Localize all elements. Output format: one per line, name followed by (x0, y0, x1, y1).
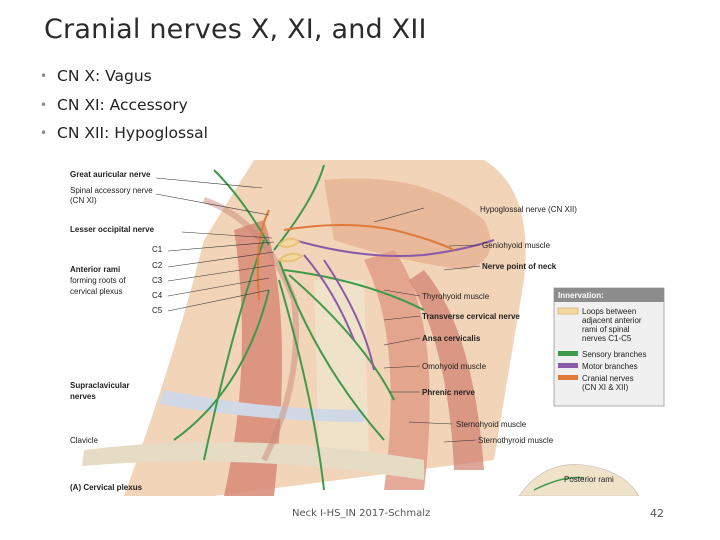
bullet-text: CN X: Vagus (57, 67, 152, 85)
nerve-branches (173, 164, 495, 491)
label-spinal-accessory-cn: (CN XI) (70, 196, 97, 205)
label-omohyoid-muscle: Omohyoid muscle (422, 362, 487, 371)
legend-label-cranial-line2: (CN XI & XII) (582, 383, 629, 392)
legend-label-cranial: Cranial nerves (582, 374, 634, 383)
bullet-text: CN XII: Hypoglossal (57, 124, 208, 142)
bullet-icon: • (40, 69, 48, 83)
label-c5: C5 (152, 306, 163, 315)
footer-text: Neck I-HS_IN 2017-Schmalz (292, 508, 431, 519)
label-c4: C4 (152, 291, 163, 300)
label-lesser-occipital-nerve: Lesser occipital nerve (70, 225, 155, 234)
label-anterior-rami: Anterior rami (70, 265, 120, 274)
innervation-legend: Innervation: Loops between adjacent ante… (553, 287, 665, 407)
label-hypoglossal-nerve: Hypoglossal nerve (CN XII) (480, 205, 577, 214)
label-anterior-rami-line2: forming roots of (70, 276, 126, 285)
cervical-plexus-figure: Great auricular nerve Spinal accessory n… (70, 160, 665, 496)
label-anterior-rami-line3: cervical plexus (70, 287, 122, 296)
legend-swatch-motor (558, 363, 578, 368)
leader-lines (155, 177, 481, 443)
label-sternohyoid-muscle: Sternohyoid muscle (456, 420, 527, 429)
label-thyrohyoid-muscle: Thyrohyoid muscle (422, 292, 490, 301)
page-number: 42 (650, 507, 664, 520)
label-supraclavicular-nerves: Supraclavicular (70, 381, 130, 390)
label-clavicle: Clavicle (70, 436, 99, 445)
label-supraclavicular-nerves-line2: nerves (70, 392, 96, 401)
label-nerve-point-of-neck: Nerve point of neck (482, 262, 557, 271)
legend-label-loops-line2: adjacent anterior (582, 316, 642, 325)
slide-title: Cranial nerves X, XI, and XII (44, 14, 427, 45)
bullet-icon: • (40, 97, 48, 112)
label-geniohyoid-muscle: Geniohyoid muscle (482, 241, 551, 250)
label-posterior-rami: Posterior rami (564, 475, 614, 484)
legend-label-loops-line3: rami of spinal (582, 325, 630, 334)
legend-swatch-sensory (558, 351, 578, 356)
label-ansa-cervicalis: Ansa cervicalis (422, 334, 481, 343)
bullet-item: • CN XI: Accessory (40, 91, 208, 120)
bullet-icon: • (40, 126, 48, 140)
legend-label-loops: Loops between (582, 307, 636, 316)
inset-posterior-rami: Posterior rami (518, 464, 640, 496)
bullet-item: • CN X: Vagus (40, 62, 208, 91)
legend-label-loops-line4: nerves C1-C5 (582, 334, 632, 343)
bullet-item: • CN XII: Hypoglossal (40, 119, 208, 148)
legend-swatch-cranial (558, 375, 578, 380)
label-sternothyroid-muscle: Sternothyroid muscle (478, 436, 554, 445)
neck-illustration (82, 160, 526, 496)
legend-title: Innervation: (558, 291, 604, 300)
label-c3: C3 (152, 276, 163, 285)
bullet-list: • CN X: Vagus • CN XI: Accessory • CN XII: … (40, 62, 208, 148)
legend-label-motor: Motor branches (582, 362, 638, 371)
figure-caption: (A) Cervical plexus (70, 483, 143, 492)
legend-swatch-loops (557, 307, 579, 315)
legend-label-sensory: Sensory branches (582, 350, 646, 359)
label-spinal-accessory-nerve: Spinal accessory nerve (70, 186, 153, 195)
bullet-text: CN XI: Accessory (57, 95, 188, 114)
label-transverse-cervical-nerve: Transverse cervical nerve (422, 312, 520, 321)
label-c2: C2 (152, 261, 163, 270)
label-c1: C1 (152, 245, 163, 254)
label-great-auricular-nerve: Great auricular nerve (70, 170, 151, 179)
label-phrenic-nerve: Phrenic nerve (422, 388, 475, 397)
